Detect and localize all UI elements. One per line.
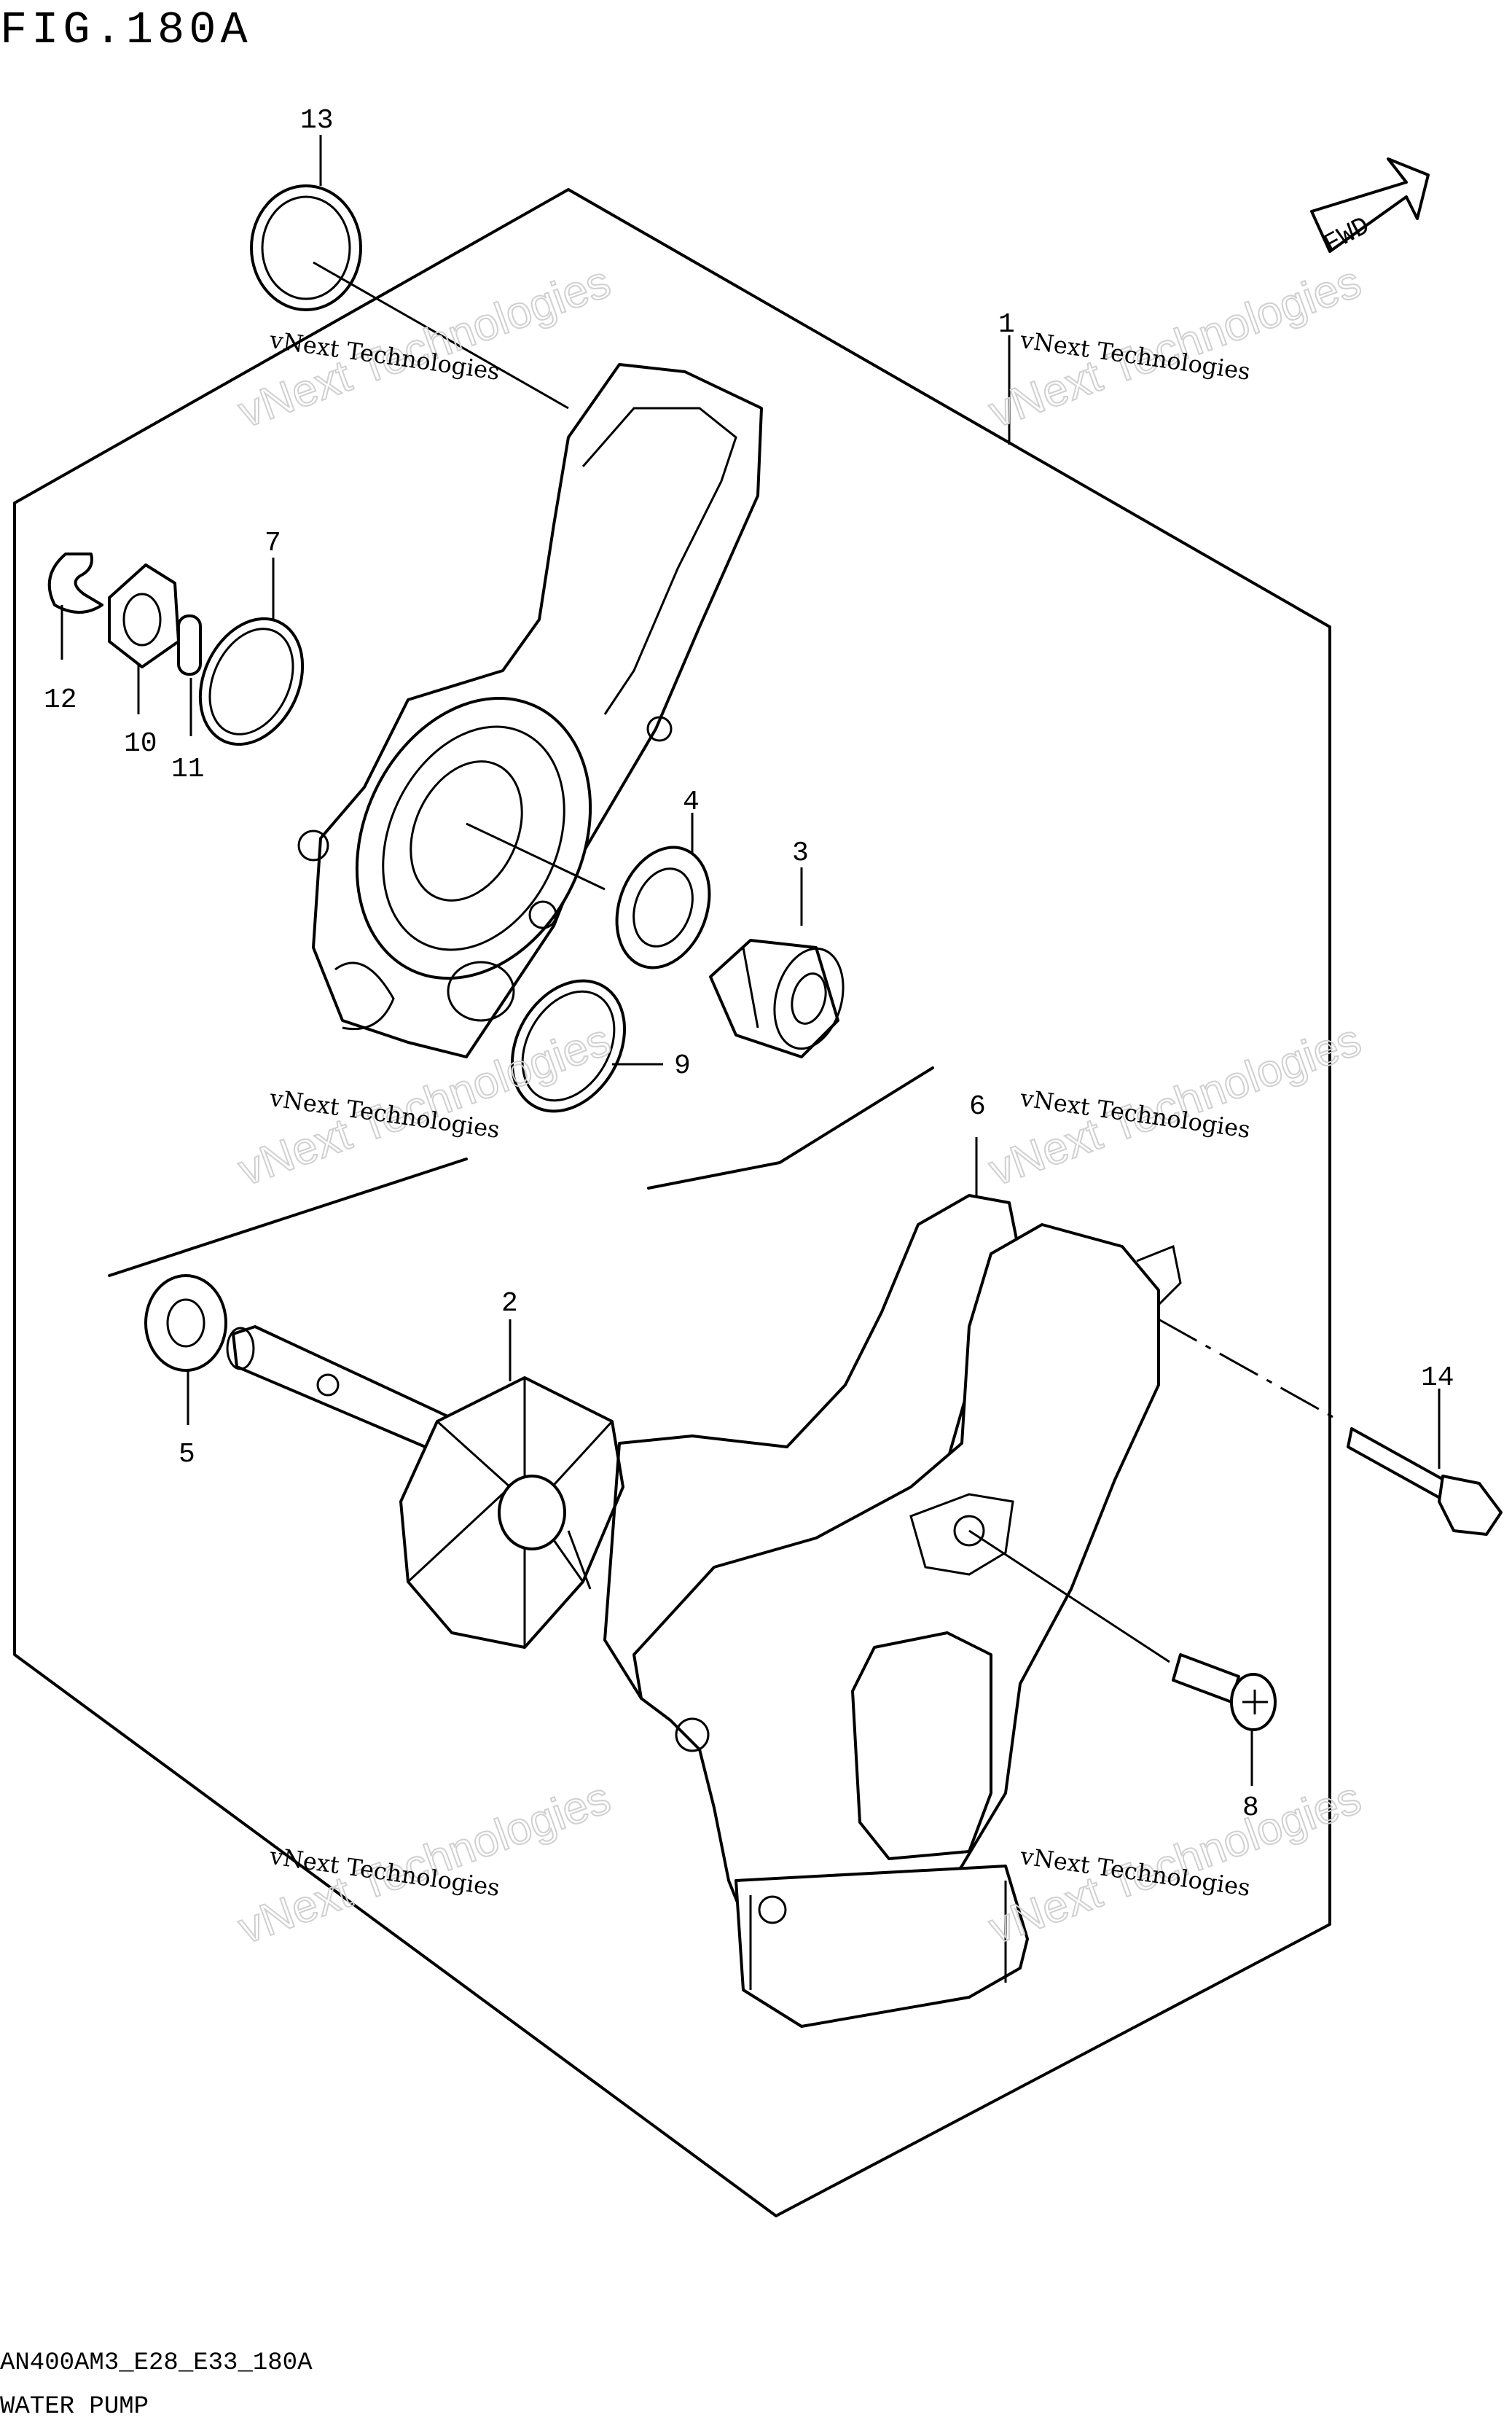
part-8-screw (1172, 1653, 1277, 1731)
callout-12: 12 (44, 684, 77, 716)
figure-name: WATER PUMP (0, 2393, 149, 2420)
callout-6: 6 (969, 1091, 986, 1123)
part-10-gear (108, 563, 180, 668)
watermark-5: vNext Technologies vNext Technologies (232, 1772, 618, 1954)
part-2-impeller (226, 1325, 624, 1649)
callout-1: 1 (998, 309, 1015, 340)
leader-14-dash (1158, 1318, 1341, 1423)
part-13-o-ring-inner (261, 195, 351, 300)
watermark-6: vNext Technologies vNext Technologies (982, 1772, 1368, 1954)
part-1-pump-cover (632, 1223, 1182, 2028)
callout-14: 14 (1421, 1362, 1454, 1394)
callout-8: 8 (1242, 1792, 1259, 1824)
callout-3: 3 (792, 838, 809, 869)
figure-title: FIG.180A (0, 4, 252, 56)
callout-5: 5 (179, 1439, 195, 1470)
part-13-o-ring (250, 184, 362, 311)
watermark-4: vNext Technologies vNext Technologies (982, 1014, 1368, 1196)
callout-2: 2 (501, 1288, 518, 1319)
part-14-bolt (1347, 1427, 1503, 1536)
callout-10: 10 (124, 728, 157, 760)
part-7-o-ring (198, 617, 305, 746)
watermark-2: vNext Technologies vNext Technologies (982, 256, 1368, 438)
leader-center (466, 822, 606, 891)
figure-code: AN400AM3_E28_E33_180A (0, 2349, 313, 2377)
part-1-pump-case (297, 363, 763, 1058)
leader-8-line (968, 1529, 1170, 1663)
part-4-seal (615, 846, 711, 969)
leader-13 (313, 261, 569, 410)
callout-13: 13 (300, 105, 334, 136)
divider-line (108, 1066, 934, 1277)
callout-11: 11 (171, 754, 205, 785)
assembly-outline (13, 188, 1331, 2217)
callout-7: 7 (265, 528, 281, 559)
part-12-clip (47, 553, 103, 614)
callout-4: 4 (683, 786, 700, 818)
fwd-arrow-icon: FWD (1310, 157, 1430, 259)
part-5-washer (144, 1274, 227, 1372)
part-3-mech-seal (709, 939, 845, 1058)
callout-9: 9 (674, 1050, 691, 1082)
part-11-pin (177, 614, 202, 676)
